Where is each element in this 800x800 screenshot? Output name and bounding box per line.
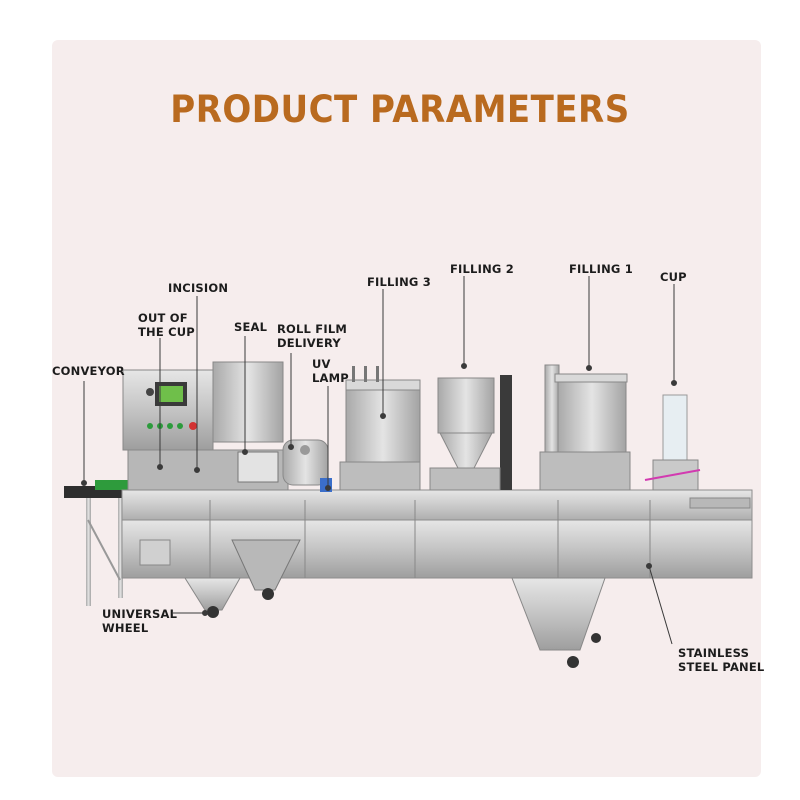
label-stainless-steel-panel: STAINLESS STEEL PANEL: [678, 646, 765, 674]
label-incision: INCISION: [168, 281, 229, 295]
cup-dispenser: [644, 394, 751, 509]
label-out-of-the-cup: OUT OF THE CUP: [138, 311, 195, 339]
filling-station-2: [429, 375, 512, 491]
conveyor: [64, 480, 135, 606]
label-conveyor: CONVEYOR: [52, 364, 125, 378]
label-cup: CUP: [660, 270, 687, 284]
filling-station-3: [339, 366, 421, 491]
page-title: PRODUCT PARAMETERS: [170, 88, 630, 131]
machine-body: [121, 489, 753, 668]
label-filling-1: FILLING 1: [569, 262, 633, 276]
label-seal: SEAL: [234, 320, 268, 334]
leader-lines: [81, 276, 677, 645]
label-filling-3: FILLING 3: [367, 275, 431, 289]
control-cabinet: [122, 361, 289, 491]
label-universal-wheel: UNIVERSAL WHEEL: [102, 607, 178, 635]
label-roll-film-delivery: ROLL FILM DELIVERY: [277, 322, 347, 350]
label-filling-2: FILLING 2: [450, 262, 514, 276]
label-uv-lamp: UV LAMP: [312, 357, 349, 385]
filling-station-1: [539, 364, 631, 491]
